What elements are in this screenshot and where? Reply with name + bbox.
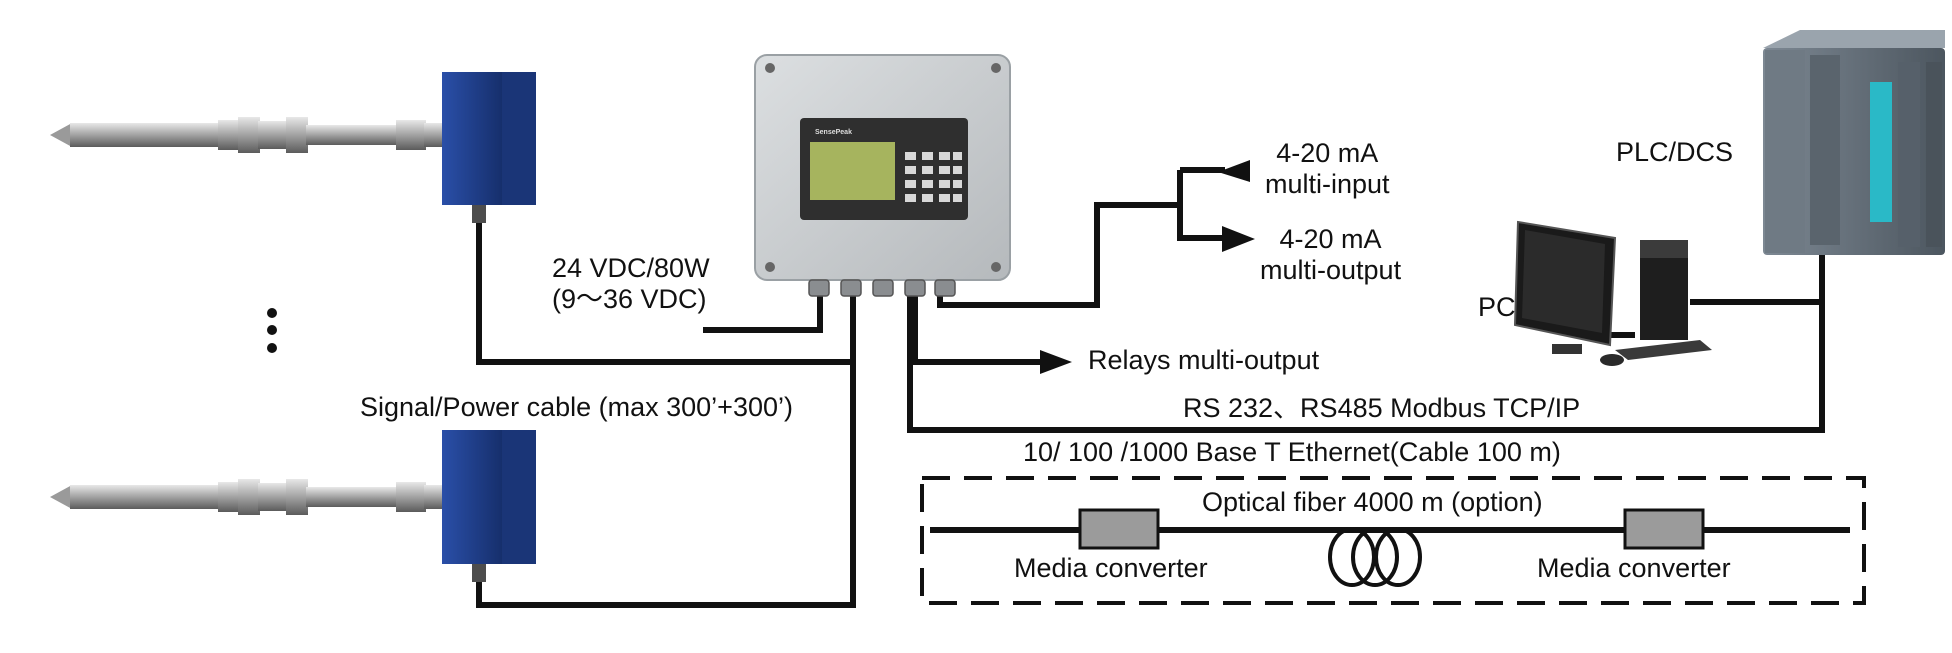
transmitter-box-top <box>442 72 536 223</box>
keypad <box>905 152 962 202</box>
optical-fiber-label: Optical fiber 4000 m (option) <box>1202 487 1543 517</box>
ma-input-label: 4-20 mA multi-input <box>1265 138 1390 200</box>
pc-computer <box>1513 220 1712 366</box>
pc-label: PC <box>1478 292 1516 322</box>
signal-power-cables <box>476 223 856 608</box>
ethernet-label: 10/ 100 /1000 Base T Ethernet(Cable 100 … <box>1023 437 1561 467</box>
cable-glands <box>808 279 956 297</box>
more-probes-ellipsis-icon <box>267 308 277 353</box>
fiber-coil-icon <box>1328 527 1422 587</box>
output-lines <box>907 167 1825 433</box>
transmitter-box-bottom <box>442 430 536 582</box>
ma-output-label: 4-20 mA multi-output <box>1260 224 1402 286</box>
signal-cable-label: Signal/Power cable (max 300’+300’) <box>360 392 793 422</box>
plc-device <box>1763 30 1945 255</box>
media-converter-left-box <box>1078 508 1160 550</box>
power-supply-label: 24 VDC/80W (9～36 VDC) <box>552 253 710 315</box>
sensor-probe-top <box>50 117 442 153</box>
relays-label: Relays multi-output <box>1088 345 1320 375</box>
sensor-probe-bottom <box>50 479 442 515</box>
plc-dcs-label: PLC/DCS <box>1616 137 1734 167</box>
media-converter-left-label: Media converter <box>1014 553 1208 583</box>
arrow-heads <box>1040 160 1255 374</box>
media-converter-right-label: Media converter <box>1537 553 1731 583</box>
media-converter-right-box <box>1623 508 1705 550</box>
device-brand: SensePeak <box>815 129 852 136</box>
optical-fiber-option-frame <box>920 476 1866 605</box>
rs-modbus-label: RS 232、RS485 Modbus TCP/IP <box>1183 393 1581 423</box>
controller-enclosure: SensePeak <box>754 54 1011 297</box>
